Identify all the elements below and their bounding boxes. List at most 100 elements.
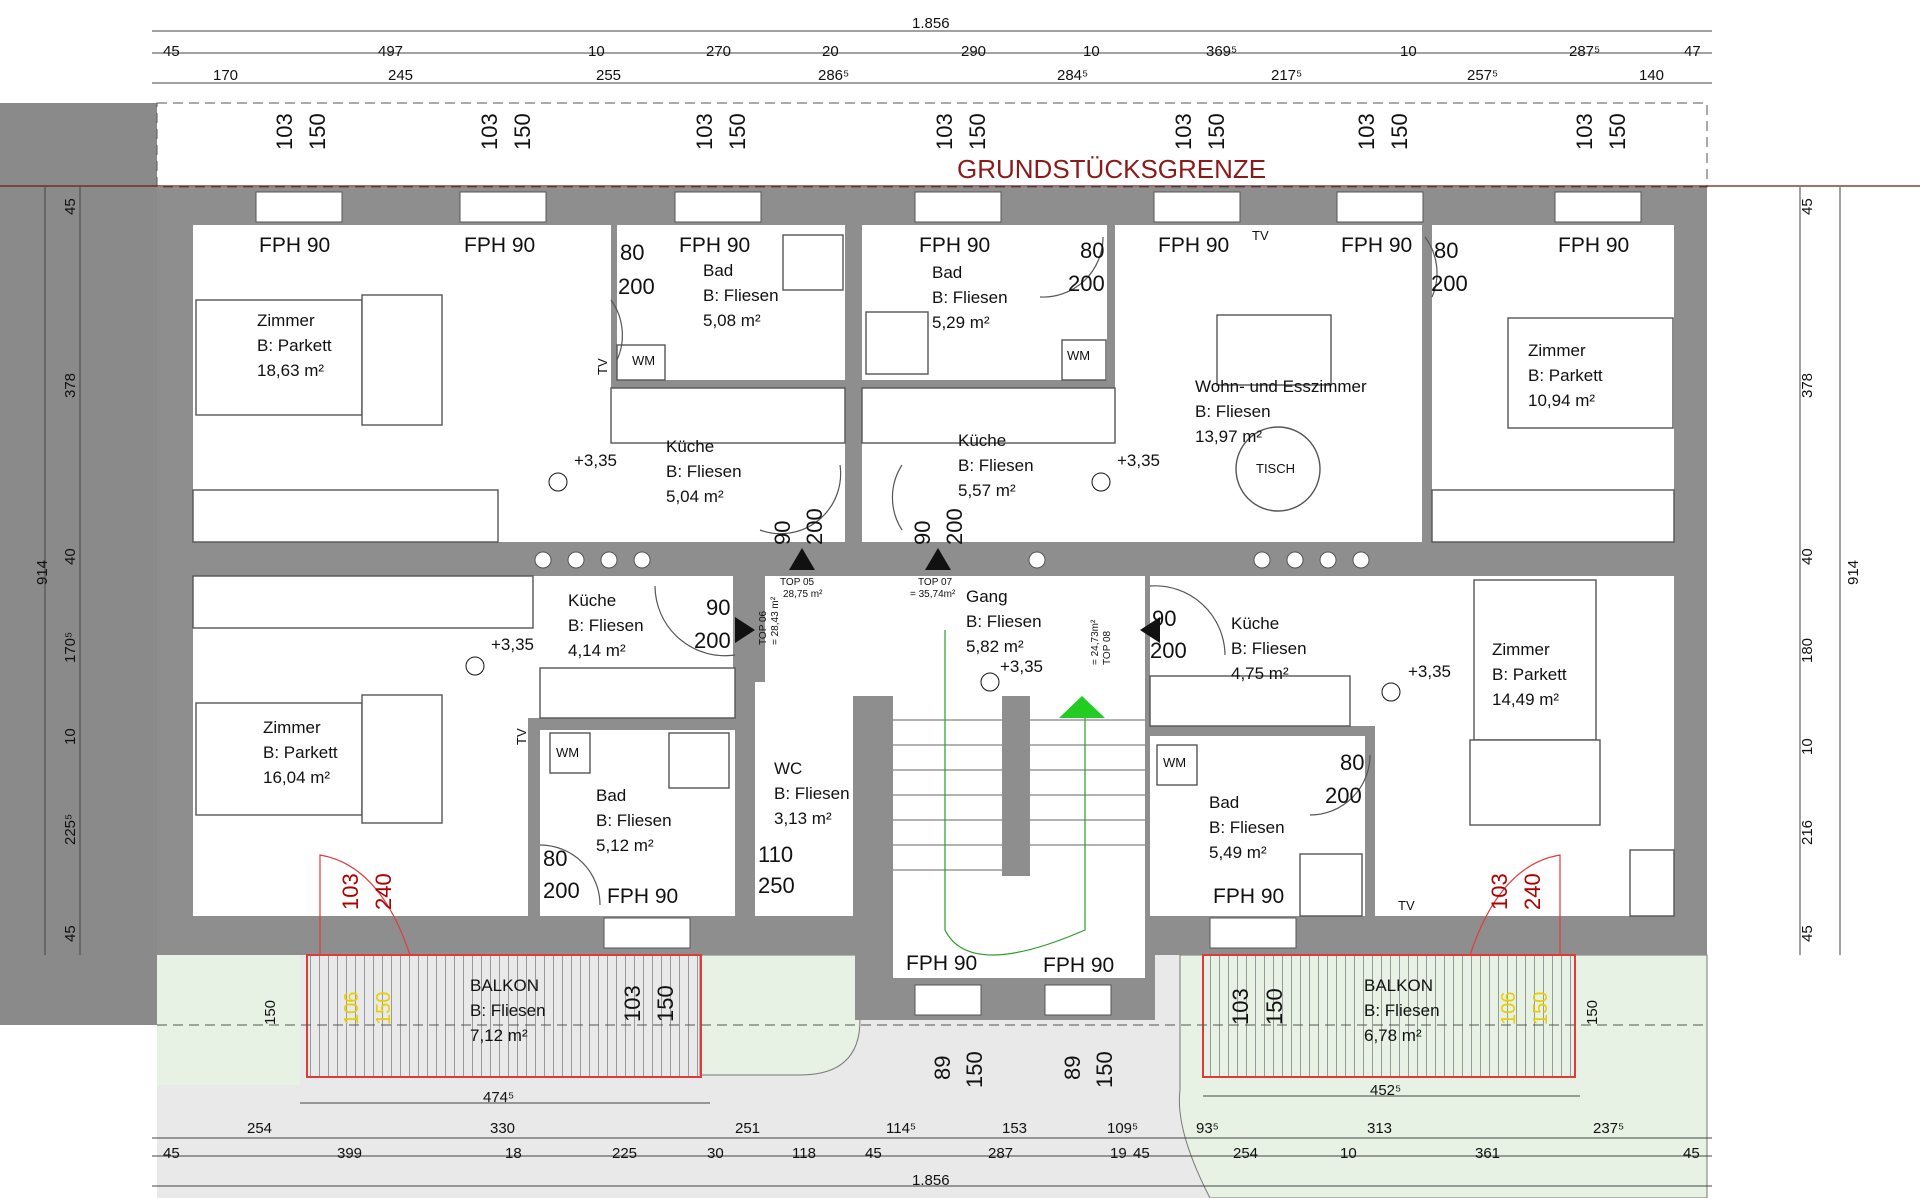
- small-labels: TV TV TV TV WM WM WM WM TISCH: [514, 228, 1415, 913]
- svg-text:Zimmer: Zimmer: [257, 311, 315, 330]
- garden-left: [157, 955, 300, 1085]
- svg-text:Bad: Bad: [1209, 793, 1239, 812]
- svg-text:251: 251: [735, 1120, 760, 1137]
- svg-text:80: 80: [1340, 750, 1364, 775]
- svg-text:80: 80: [1434, 238, 1458, 263]
- svg-text:399: 399: [337, 1145, 362, 1162]
- svg-text:103: 103: [338, 873, 363, 910]
- svg-text:150: 150: [510, 113, 535, 150]
- svg-text:16,04 m²: 16,04 m²: [263, 768, 330, 787]
- svg-text:150: 150: [1605, 113, 1630, 150]
- door-swings: [539, 236, 1438, 906]
- svg-text:Bad: Bad: [596, 786, 626, 805]
- dim-bottom-row1: 254 330 251 114⁵ 153 109⁵ 93⁵ 313 237⁵: [247, 1120, 1624, 1137]
- svg-text:103: 103: [620, 985, 645, 1022]
- svg-text:90: 90: [706, 595, 730, 620]
- svg-text:200: 200: [802, 508, 827, 545]
- svg-text:B: Parkett: B: Parkett: [263, 743, 338, 762]
- svg-text:5,82 m²: 5,82 m²: [966, 637, 1024, 656]
- svg-text:153: 153: [1002, 1120, 1027, 1137]
- svg-text:5,12 m²: 5,12 m²: [596, 836, 654, 855]
- svg-text:103: 103: [272, 113, 297, 150]
- svg-text:TOP 08: TOP 08: [1102, 630, 1113, 665]
- svg-text:20: 20: [822, 43, 839, 60]
- svg-text:FPH 90: FPH 90: [1341, 234, 1412, 257]
- svg-text:150: 150: [653, 985, 678, 1022]
- svg-text:Küche: Küche: [958, 431, 1006, 450]
- svg-text:45: 45: [865, 1145, 882, 1162]
- svg-text:FPH 90: FPH 90: [464, 234, 535, 257]
- svg-text:180: 180: [1799, 638, 1816, 663]
- svg-text:10: 10: [1340, 1145, 1357, 1162]
- svg-text:FPH 90: FPH 90: [906, 952, 977, 975]
- level-markers: [465, 472, 1401, 702]
- svg-text:30: 30: [707, 1145, 724, 1162]
- bottom-windows: [603, 917, 1297, 1016]
- svg-text:TV: TV: [1398, 898, 1415, 913]
- svg-text:150: 150: [1262, 988, 1287, 1025]
- svg-text:TISCH: TISCH: [1256, 461, 1295, 476]
- svg-text:170⁵: 170⁵: [62, 632, 79, 663]
- svg-text:FPH 90: FPH 90: [1158, 234, 1229, 257]
- svg-text:240: 240: [1520, 873, 1545, 910]
- svg-text:B: Parkett: B: Parkett: [1528, 366, 1603, 385]
- balkon-1-door: [319, 854, 411, 956]
- svg-text:B: Fliesen: B: Fliesen: [596, 811, 672, 830]
- svg-text:150: 150: [305, 113, 330, 150]
- svg-text:FPH 90: FPH 90: [607, 885, 678, 908]
- svg-text:TOP 07: TOP 07: [918, 577, 953, 588]
- svg-text:103: 103: [1354, 113, 1379, 150]
- svg-text:45: 45: [1799, 198, 1816, 215]
- svg-text:225⁵: 225⁵: [62, 814, 79, 845]
- svg-text:10: 10: [62, 728, 79, 745]
- stair-lines: [893, 719, 1145, 871]
- dim-top-total: 1.856: [912, 15, 950, 32]
- svg-text:200: 200: [942, 508, 967, 545]
- svg-text:5,04 m²: 5,04 m²: [666, 487, 724, 506]
- chimney-circles: [534, 551, 1370, 569]
- svg-text:BALKON: BALKON: [1364, 976, 1433, 995]
- wall-wc: [735, 666, 755, 826]
- svg-text:114⁵: 114⁵: [886, 1120, 916, 1137]
- svg-text:103: 103: [1487, 873, 1512, 910]
- svg-text:378: 378: [1799, 373, 1816, 398]
- svg-text:WM: WM: [632, 353, 655, 368]
- balcony-door-dims: 103 240 103 240: [338, 873, 1545, 910]
- furniture: [192, 234, 1675, 917]
- svg-text:FPH 90: FPH 90: [1043, 954, 1114, 977]
- svg-text:200: 200: [543, 878, 580, 903]
- svg-text:216: 216: [1799, 820, 1816, 845]
- svg-text:286⁵: 286⁵: [818, 67, 849, 84]
- svg-text:150: 150: [725, 113, 750, 150]
- svg-text:217⁵: 217⁵: [1271, 67, 1302, 84]
- svg-text:40: 40: [62, 548, 79, 565]
- svg-text:10: 10: [588, 43, 605, 60]
- balcony-dims: 474⁵ 452⁵ 150 150: [262, 1000, 1601, 1106]
- svg-text:B: Fliesen: B: Fliesen: [1195, 402, 1271, 421]
- svg-text:FPH 90: FPH 90: [919, 234, 990, 257]
- svg-text:45: 45: [1799, 925, 1816, 942]
- svg-text:B: Fliesen: B: Fliesen: [568, 616, 644, 635]
- svg-text:= 28,43 m²: = 28,43 m²: [770, 596, 781, 645]
- svg-text:150: 150: [1530, 992, 1552, 1025]
- svg-text:4,14 m²: 4,14 m²: [568, 641, 626, 660]
- svg-text:109⁵: 109⁵: [1107, 1120, 1138, 1137]
- svg-text:+3,35: +3,35: [574, 451, 617, 470]
- room-wc: [755, 682, 853, 916]
- window-dims-top: 103 150 103 150 103 150 103 150 103 150 …: [272, 113, 1630, 150]
- svg-text:103: 103: [1171, 113, 1196, 150]
- svg-text:B: Fliesen: B: Fliesen: [470, 1001, 546, 1020]
- svg-text:Küche: Küche: [666, 437, 714, 456]
- balkon-2-area: [1202, 954, 1576, 1078]
- wall-bad3: [528, 718, 540, 916]
- svg-text:+3,35: +3,35: [1117, 451, 1160, 470]
- svg-text:369⁵: 369⁵: [1206, 43, 1237, 60]
- dim-top-row1: 45 497 10 270 20 290 10 369⁵ 10 287⁵ 47: [163, 43, 1701, 60]
- svg-text:BALKON: BALKON: [470, 976, 539, 995]
- svg-text:170: 170: [213, 67, 238, 84]
- svg-text:18,63 m²: 18,63 m²: [257, 361, 324, 380]
- svg-text:45: 45: [163, 43, 180, 60]
- svg-text:103: 103: [692, 113, 717, 150]
- svg-text:45: 45: [163, 1145, 180, 1162]
